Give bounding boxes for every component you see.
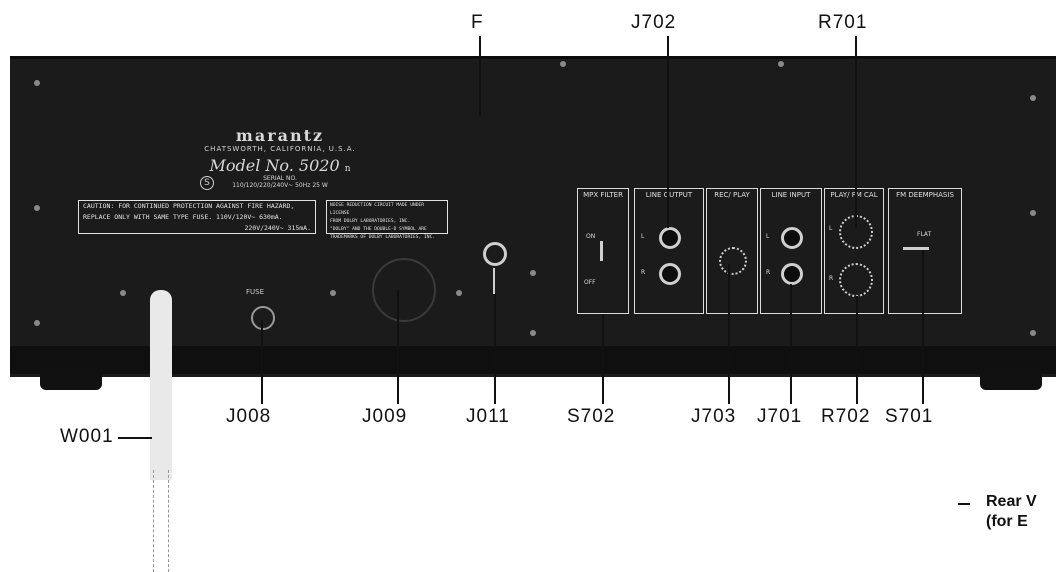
callout-r701: R701 — [818, 12, 868, 33]
callout-s701: S701 — [885, 406, 934, 427]
fm-flat-label: FLAT — [917, 231, 932, 238]
dolby-line: FROM DOLBY LABORATORIES, INC. — [330, 219, 411, 224]
model-number: Model No. 5020 n — [209, 156, 351, 175]
play-fm-cal-label: PLAY/ FM CAL — [830, 191, 878, 199]
line-input-r-jack[interactable] — [781, 263, 803, 285]
caution-line: 220V/240V~ 315mA. — [244, 224, 311, 232]
line-input-l-label: L — [766, 233, 770, 240]
dolby-line: NOISE REDUCTION CIRCUIT MADE UNDER LICEN… — [330, 203, 425, 216]
leader-j702 — [667, 36, 669, 228]
rec-play-panel: REC/ PLAY — [706, 188, 758, 314]
fuse-holder[interactable] — [251, 306, 275, 330]
dolby-license-label: NOISE REDUCTION CIRCUIT MADE UNDER LICEN… — [326, 200, 448, 240]
caption-line-1: Rear V — [986, 493, 1037, 510]
fm-deemphasis-label: FM DEEMPHASIS — [896, 191, 954, 199]
ground-post — [493, 268, 495, 294]
line-output-r-jack[interactable] — [659, 263, 681, 285]
screw — [778, 61, 784, 67]
foot-left — [40, 368, 102, 390]
leader-w001 — [118, 437, 152, 439]
fm-deemphasis-panel: FM DEEMPHASIS FLAT — [888, 188, 962, 314]
line-input-panel: LINE INPUT L R — [760, 188, 822, 314]
callout-f: F — [471, 12, 484, 33]
screw — [34, 320, 40, 326]
callout-j008: J008 — [226, 406, 272, 427]
line-output-panel: LINE OUTPUT L R — [634, 188, 704, 314]
screw — [560, 61, 566, 67]
mpx-filter-switch[interactable] — [600, 241, 603, 261]
fm-deemphasis-switch[interactable] — [903, 247, 929, 250]
play-cal-r-knob[interactable] — [839, 263, 873, 297]
line-input-l-jack[interactable] — [781, 227, 803, 249]
leader-s702 — [602, 314, 604, 404]
line-input-r-label: R — [766, 269, 771, 276]
dolby-line: TRADEMARKS OF DOLBY LABORATORIES, INC. — [330, 235, 436, 240]
serial-label: SERIAL NO. — [263, 175, 297, 182]
play-fm-cal-panel: PLAY/ FM CAL L R — [824, 188, 884, 314]
callout-w001: W001 — [60, 426, 114, 447]
leader-s701 — [922, 250, 924, 404]
mpx-on-label: ON — [586, 233, 596, 240]
screw — [120, 290, 126, 296]
screw — [34, 205, 40, 211]
caution-label: CAUTION: FOR CONTINUED PROTECTION AGAINS… — [78, 200, 316, 234]
leader-f — [479, 36, 481, 116]
screw — [330, 290, 336, 296]
screw — [1030, 210, 1036, 216]
voltage-selector[interactable] — [372, 258, 436, 322]
line-output-label: LINE OUTPUT — [645, 191, 693, 199]
caption-dash — [958, 503, 970, 505]
callout-s702: S702 — [567, 406, 616, 427]
leader-j703 — [728, 264, 730, 404]
callout-j011: J011 — [466, 406, 510, 427]
fuse-label: FUSE — [246, 288, 265, 296]
line-output-l-jack[interactable] — [659, 227, 681, 249]
play-cal-l-label: L — [829, 225, 833, 232]
rear-panel-chassis — [10, 56, 1056, 377]
dolby-line: "DOLBY" AND THE DOUBLE-D SYMBOL ARE — [330, 227, 427, 232]
screw — [530, 270, 536, 276]
leader-r701 — [855, 36, 857, 228]
callout-j701: J701 — [757, 406, 803, 427]
line-output-r-label: R — [641, 269, 646, 276]
leader-r702 — [856, 296, 858, 404]
caution-line: CAUTION: FOR CONTINUED PROTECTION AGAINS… — [83, 202, 295, 210]
leader-j701 — [790, 284, 792, 404]
screw — [456, 290, 462, 296]
caption-line-2: (for E — [986, 513, 1028, 530]
screw — [34, 80, 40, 86]
brand-logo: marantz — [235, 126, 325, 145]
play-cal-r-label: R — [829, 275, 834, 282]
screw — [1030, 95, 1036, 101]
certification-mark: S — [200, 176, 214, 190]
mpx-filter-label: MPX FILTER — [583, 191, 623, 199]
callout-r702: R702 — [821, 406, 871, 427]
leader-j008 — [261, 320, 263, 404]
foot-right — [980, 368, 1042, 390]
callout-j702: J702 — [631, 12, 677, 33]
line-output-l-label: L — [641, 233, 645, 240]
screw — [1030, 330, 1036, 336]
leader-j011 — [494, 294, 496, 404]
chassis-bottom-edge — [10, 346, 1056, 374]
callout-j009: J009 — [362, 406, 408, 427]
ground-terminal[interactable] — [483, 242, 507, 266]
brand-location: CHATSWORTH, CALIFORNIA, U.S.A. — [204, 145, 356, 153]
mpx-filter-panel: MPX FILTER ON OFF — [577, 188, 629, 314]
leader-j009 — [397, 290, 399, 404]
callout-j703: J703 — [691, 406, 737, 427]
power-cord — [150, 290, 172, 480]
rec-play-din-socket[interactable] — [719, 247, 747, 275]
mpx-off-label: OFF — [584, 279, 596, 286]
screw — [530, 330, 536, 336]
power-cord-continuation — [153, 470, 169, 572]
rec-play-label: REC/ PLAY — [714, 191, 750, 199]
line-input-label: LINE INPUT — [771, 191, 811, 199]
caution-line: REPLACE ONLY WITH SAME TYPE FUSE. 110V/1… — [83, 213, 283, 221]
power-rating: 110/120/220/240V~ 50Hz 25 W — [232, 182, 328, 189]
brand-plate: marantz CHATSWORTH, CALIFORNIA, U.S.A. M… — [190, 126, 370, 189]
